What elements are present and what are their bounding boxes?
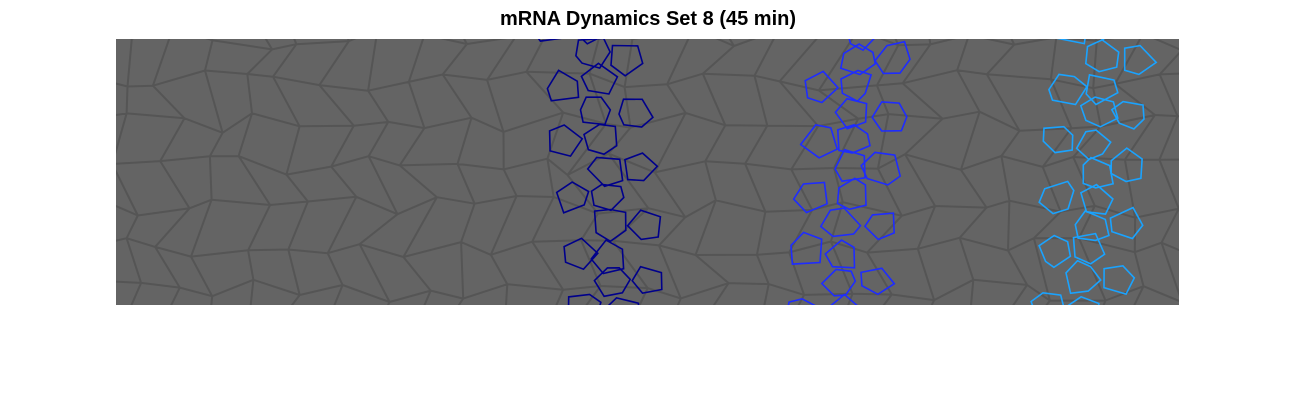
highlighted-cell — [1072, 232, 1106, 265]
highlighted-cell — [799, 124, 839, 159]
highlighted-cell — [1065, 259, 1102, 295]
highlighted-cell — [548, 124, 584, 158]
highlighted-cell — [593, 208, 627, 243]
highlighted-cell — [840, 69, 873, 103]
highlighted-cell — [1074, 210, 1110, 242]
highlighted-cell — [871, 101, 908, 132]
highlighted-cell-stripes — [537, 39, 1158, 305]
highlighted-cell — [1123, 44, 1158, 76]
highlighted-cell — [607, 297, 640, 305]
highlighted-cell — [1103, 264, 1136, 296]
highlighted-cell — [1038, 234, 1072, 269]
highlighted-cell — [624, 152, 659, 182]
highlighted-cell — [537, 39, 562, 42]
highlighted-cell — [563, 237, 599, 271]
highlighted-cell — [839, 43, 877, 76]
highlighted-cell — [1085, 73, 1119, 106]
stripe-2 — [787, 39, 911, 305]
highlighted-cell — [874, 40, 911, 75]
highlighted-cell — [580, 62, 619, 95]
highlighted-cell — [792, 181, 828, 214]
highlighted-cell — [830, 293, 858, 305]
highlighted-cell — [1038, 180, 1075, 215]
highlighted-cell — [787, 298, 816, 305]
highlighted-cell — [1030, 291, 1065, 305]
highlighted-cell — [555, 181, 590, 214]
highlighted-cell — [1056, 39, 1086, 45]
highlighted-cell — [1079, 183, 1114, 215]
highlighted-cell — [863, 212, 896, 241]
highlighted-cell — [836, 123, 871, 154]
highlighted-cell — [790, 231, 823, 265]
cell-image-panel — [116, 39, 1179, 305]
highlighted-cell — [836, 177, 867, 211]
highlighted-cell — [1110, 147, 1143, 183]
highlighted-cell — [860, 151, 902, 186]
highlighted-cell — [1110, 100, 1145, 130]
highlighted-cell — [1082, 156, 1115, 189]
highlighted-cell — [848, 39, 875, 52]
highlighted-cell — [819, 207, 862, 238]
highlighted-cell — [593, 266, 632, 298]
highlighted-cell — [626, 209, 662, 241]
highlighted-cell — [1048, 73, 1088, 106]
stripe-3 — [1030, 39, 1158, 305]
highlighted-cell — [590, 183, 625, 212]
highlighted-cell — [834, 148, 866, 183]
highlighted-cell — [834, 97, 868, 130]
highlighted-cell — [575, 39, 612, 70]
highlighted-cell — [1084, 39, 1120, 73]
highlighted-cell — [631, 265, 663, 294]
highlighted-cell — [824, 239, 856, 269]
highlighted-cell — [820, 268, 857, 297]
cell-outline-mesh — [116, 39, 1179, 305]
highlighted-cell — [583, 123, 618, 156]
highlighted-cell — [546, 69, 580, 102]
highlighted-cell — [618, 98, 654, 128]
highlighted-cell — [1067, 295, 1100, 305]
highlighted-cell — [1079, 96, 1119, 128]
highlighted-cell — [567, 293, 602, 305]
background-cell-outlines — [116, 39, 1179, 305]
image-background — [116, 39, 1179, 305]
highlighted-cell — [1109, 206, 1144, 240]
cell-tissue-image — [116, 39, 1179, 305]
figure-title: mRNA Dynamics Set 8 (45 min) — [499, 8, 796, 30]
highlighted-cell — [610, 44, 644, 77]
highlighted-cell — [860, 267, 896, 296]
highlighted-cell — [804, 70, 840, 104]
stripe-1 — [537, 39, 663, 305]
highlighted-cell — [1042, 125, 1074, 154]
